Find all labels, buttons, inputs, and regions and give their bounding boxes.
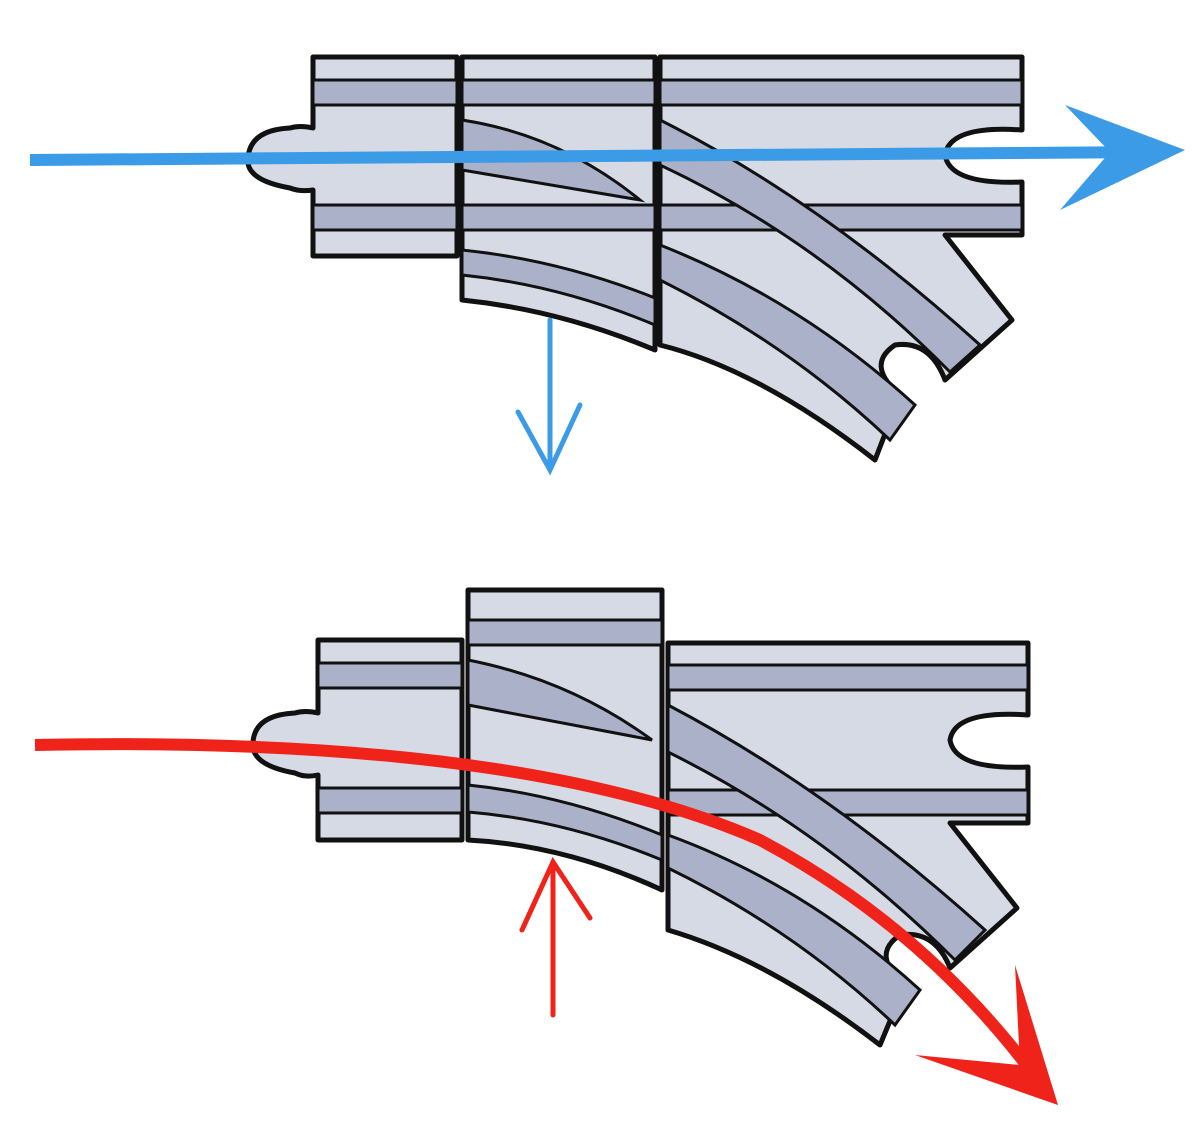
up-arrow (519, 856, 593, 1018)
switch-piece-long (657, 54, 1025, 463)
straight-arrow (29, 105, 1185, 210)
switch-piece-long (665, 640, 1031, 1048)
down-arrow (515, 317, 583, 476)
top-scene (29, 54, 1185, 476)
switch-piece-short-raised (465, 587, 665, 893)
bottom-scene (34, 587, 1058, 1105)
straight-track-piece (250, 637, 465, 843)
switch-piece-short (459, 54, 658, 353)
diverging-arrow (34, 738, 1058, 1105)
